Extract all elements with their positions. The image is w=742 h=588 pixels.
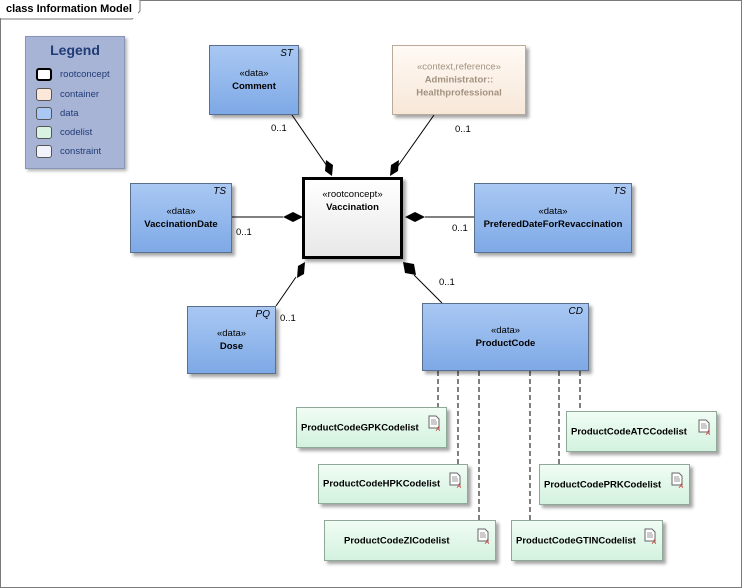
stereotype: «data» [538, 206, 568, 217]
diamond-comment [325, 160, 333, 176]
legend-swatch-data [36, 107, 52, 120]
diamond-administrator [390, 160, 399, 176]
legend: Legend rootconcept container data codeli… [25, 36, 125, 169]
class-name: Dose [219, 341, 244, 352]
class-dose[interactable]: PQ «data» Dose [187, 306, 276, 374]
codelist-hpk[interactable]: ProductCodeHPKCodelist A [318, 464, 468, 504]
edge-product-code [413, 274, 443, 304]
multiplicity-prefered-date: 0..1 [452, 223, 468, 234]
class-name: Vaccination [326, 202, 379, 213]
diamond-prefered-date [405, 212, 425, 222]
class-name: ProductCode [475, 338, 536, 349]
codelist-icon: A [671, 472, 683, 488]
svg-text:A: A [484, 540, 489, 544]
type-tag: CD [568, 306, 583, 317]
class-name: PreferedDateForRevaccination [483, 219, 623, 230]
svg-text:A: A [678, 484, 683, 488]
edge-administrator [397, 114, 435, 167]
multiplicity-vaccination-date: 0..1 [236, 227, 252, 238]
class-comment[interactable]: ST «data» Comment [209, 45, 299, 115]
class-prefered-date[interactable]: TS «data» PreferedDateForRevaccination [474, 183, 632, 253]
codelist-name: ProductCodePRKCodelist [544, 479, 662, 490]
class-name-line2: Healthprofessional [416, 87, 502, 99]
codelist-icon: A [477, 528, 489, 544]
legend-swatch-constraint [36, 145, 52, 158]
multiplicity-product-code: 0..1 [439, 277, 455, 288]
class-administrator[interactable]: «context,reference» Administrator:: Heal… [392, 45, 526, 115]
multiplicity-comment: 0..1 [271, 123, 287, 134]
legend-label: data [60, 108, 79, 119]
type-tag: PQ [255, 309, 270, 320]
type-tag: ST [280, 48, 293, 59]
class-name: Comment [232, 81, 276, 92]
codelist-name: ProductCodeGPKCodelist [301, 422, 419, 433]
codelist-icon: A [698, 419, 710, 435]
legend-label: container [60, 89, 100, 100]
class-vaccination[interactable]: «rootconcept» Vaccination [302, 177, 403, 259]
codelist-gpk[interactable]: ProductCodeGPKCodelist A [296, 407, 447, 448]
multiplicity-administrator: 0..1 [455, 124, 471, 135]
diamond-dose [297, 262, 305, 278]
codelist-icon: A [644, 528, 656, 544]
class-name: VaccinationDate [144, 219, 218, 230]
svg-text:A: A [705, 431, 710, 435]
stereotype: «data» [166, 206, 196, 217]
legend-title: Legend [50, 42, 100, 58]
svg-text:A: A [651, 540, 656, 544]
legend-label: codelist [60, 127, 93, 138]
stereotype: «data» [490, 325, 521, 336]
multiplicity-dose: 0..1 [280, 313, 296, 324]
legend-swatch-container [36, 88, 52, 101]
stereotype: «rootconcept» [322, 189, 383, 200]
svg-text:A: A [435, 427, 440, 431]
stereotype: «context,reference» [417, 61, 501, 73]
legend-swatch-codelist [36, 126, 52, 139]
codelist-name: ProductCodeZICodelist [344, 535, 450, 546]
edge-dose [275, 276, 297, 307]
stereotype: «data» [216, 328, 247, 339]
legend-swatch-rootconcept [36, 68, 52, 81]
codelist-icon: A [428, 415, 440, 431]
codelist-name: ProductCodeHPKCodelist [323, 478, 441, 490]
codelist-name: ProductCodeATCCodelist [571, 426, 687, 437]
codelist-atc[interactable]: ProductCodeATCCodelist A [566, 411, 717, 452]
diamond-product-code [403, 262, 416, 275]
legend-label: rootconcept [60, 69, 110, 80]
class-product-code[interactable]: CD «data» ProductCode [422, 303, 589, 371]
type-tag: TS [613, 186, 626, 197]
diamond-vaccination-date [283, 212, 303, 222]
diagram-title: class Information Model [0, 0, 138, 18]
edge-comment [291, 114, 328, 167]
codelist-gtin[interactable]: ProductCodeGTINCodelist A [511, 520, 663, 561]
legend-label: constraint [60, 146, 102, 157]
stereotype: «data» [239, 68, 269, 79]
codelist-icon: A [449, 472, 461, 488]
class-name-line1: Administrator:: [424, 74, 494, 86]
codelist-prk[interactable]: ProductCodePRKCodelist A [539, 464, 690, 505]
codelist-zi[interactable]: ProductCodeZICodelist A [324, 520, 496, 561]
type-tag: TS [213, 186, 226, 197]
codelist-name: ProductCodeGTINCodelist [516, 535, 636, 546]
svg-text:A: A [456, 484, 461, 488]
class-vaccination-date[interactable]: TS «data» VaccinationDate [130, 183, 232, 253]
